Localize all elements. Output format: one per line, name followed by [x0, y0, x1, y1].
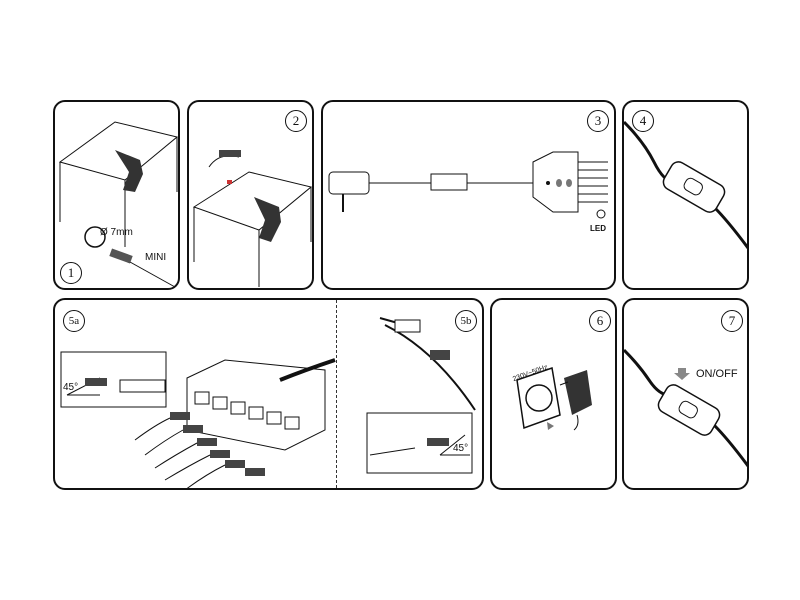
connector-label: MINI: [145, 252, 167, 263]
led-label: LED: [590, 224, 606, 233]
step-number-5a: 5a: [63, 310, 85, 332]
step-number: 3: [587, 110, 609, 132]
step-4-panel: 4: [622, 100, 749, 290]
section-divider: [336, 300, 337, 488]
step-6-panel: 230V~50Hz 6: [490, 298, 617, 490]
step-5-panel: 5a 45° 5b 45°: [53, 298, 484, 490]
diameter-label: Ø 7mm: [100, 227, 133, 238]
switch-cable-illustration: [624, 348, 747, 468]
angle-label-5b: 45°: [453, 443, 469, 454]
step-number: 6: [589, 310, 611, 332]
drill-table-illustration: [58, 121, 178, 288]
drill-table-illustration: [192, 150, 312, 287]
angle-label-5a: 45°: [63, 382, 79, 393]
step-number: 2: [285, 110, 307, 132]
step-1-panel: Ø 7mm MINI 1: [53, 100, 180, 290]
wall-socket-illustration: [516, 367, 592, 431]
step-number: 4: [632, 110, 654, 132]
step-2-panel: 2: [187, 100, 314, 290]
wiring-illustration: [328, 151, 608, 219]
on-off-label: ON/OFF: [696, 368, 738, 380]
switch-cable-illustration: [624, 120, 747, 250]
step-number-5b: 5b: [455, 310, 477, 332]
step-number: 1: [60, 262, 82, 284]
step-3-panel: LED 3: [321, 100, 616, 290]
connector-insertion-illustration: [60, 317, 476, 488]
step-7-panel: ON/OFF 7: [622, 298, 749, 490]
step-number: 7: [721, 310, 743, 332]
